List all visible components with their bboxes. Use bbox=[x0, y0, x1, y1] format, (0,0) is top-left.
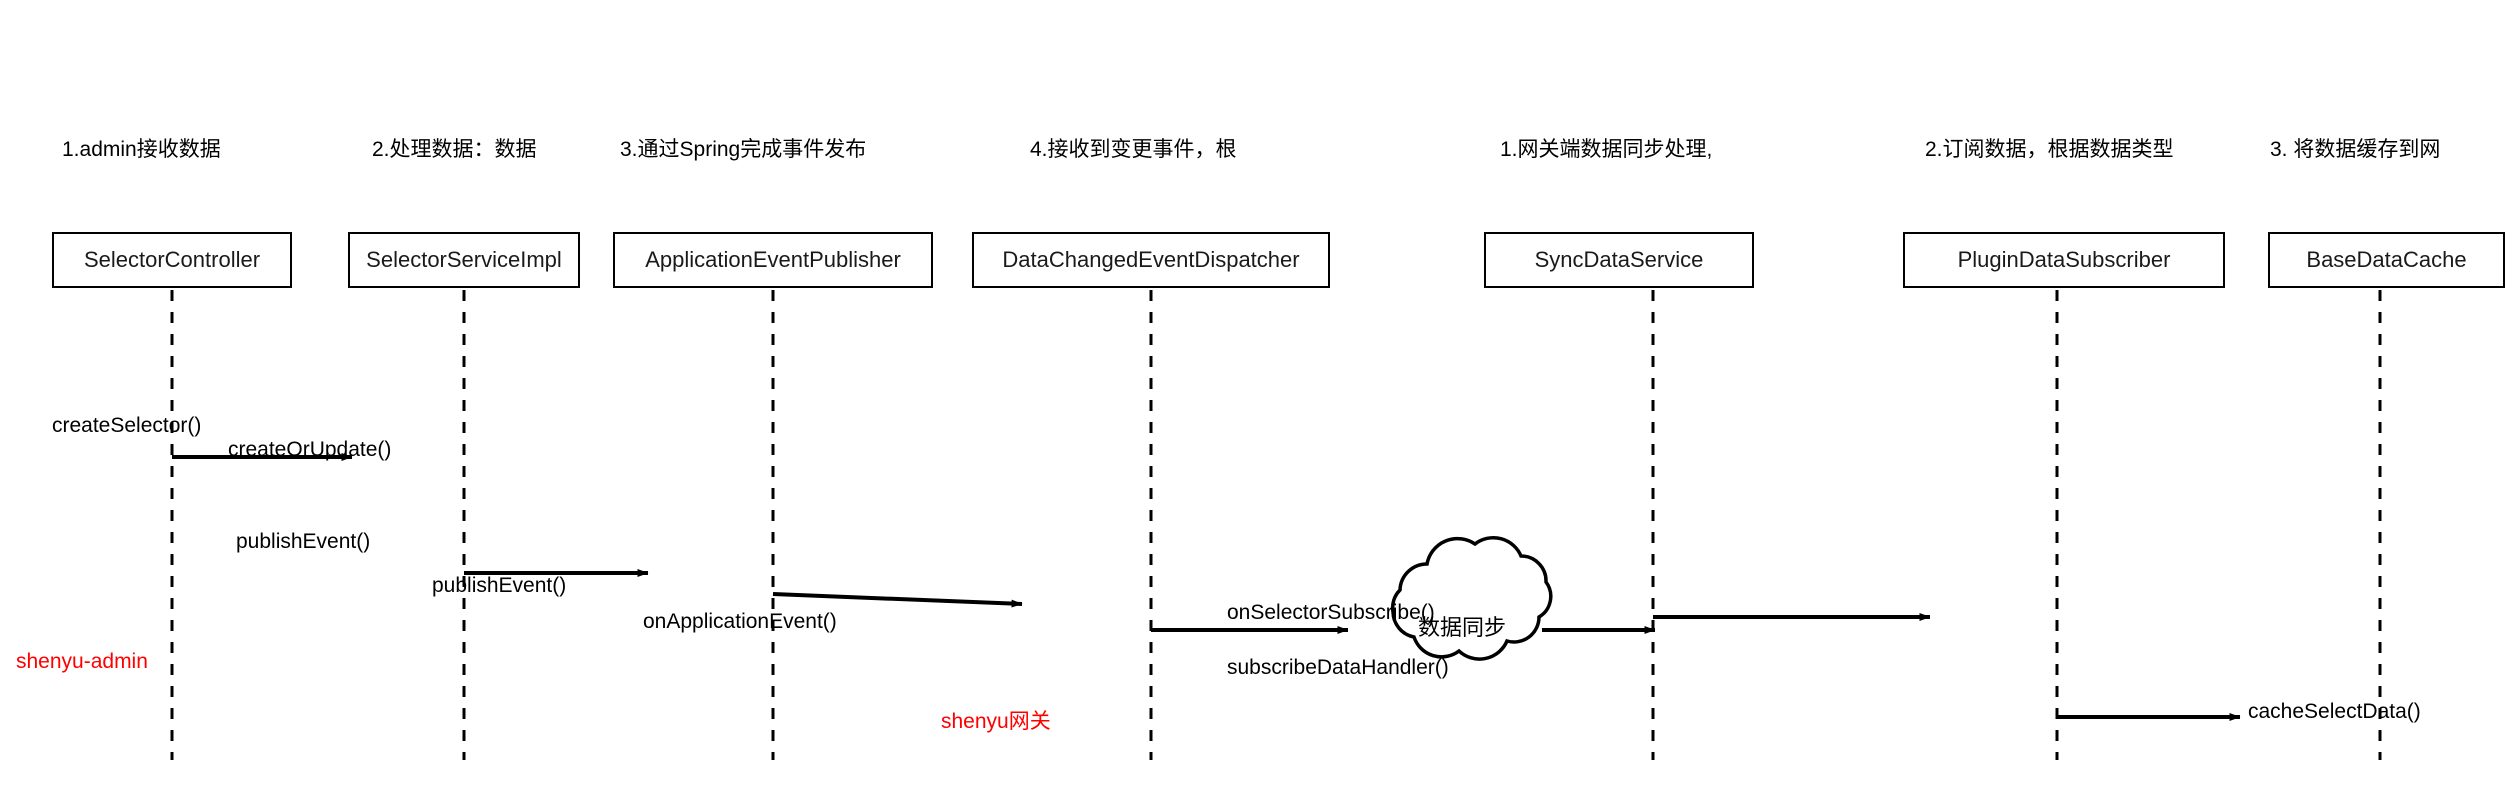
note-line: 4.接收到变更事件，根 bbox=[1030, 138, 1237, 161]
participant-selector-controller[interactable]: SelectorController bbox=[52, 232, 292, 288]
message-label-create-or-update: createOrUpdate() bbox=[228, 438, 392, 461]
note-line: 1.网关端数据同步处理, bbox=[1500, 138, 1713, 161]
message-label-cache-select-data: cacheSelectData() bbox=[2248, 700, 2421, 723]
note-line: 3.通过Spring完成事件发布 bbox=[620, 138, 867, 161]
participant-label: ApplicationEventPublisher bbox=[645, 247, 901, 272]
message-label-publish-event-1: publishEvent() bbox=[236, 530, 371, 553]
participant-sync-data-service[interactable]: SyncDataService bbox=[1484, 232, 1754, 288]
participant-label: DataChangedEventDispatcher bbox=[1002, 247, 1300, 272]
zone-label-shenyu-admin: shenyu-admin bbox=[16, 650, 148, 673]
participant-label: SelectorServiceImpl bbox=[366, 247, 562, 272]
participant-label: SelectorController bbox=[83, 247, 261, 272]
message-label-on-selector-subscribe: onSelectorSubscribe() bbox=[1227, 601, 1435, 624]
participant-label: SyncDataService bbox=[1534, 247, 1704, 272]
participant-selector-service-impl[interactable]: SelectorServiceImpl bbox=[348, 232, 580, 288]
zone-label-shenyu-gateway: shenyu网关 bbox=[941, 710, 1051, 733]
message-label-on-application-event: onApplicationEvent() bbox=[643, 610, 837, 633]
participant-label: BaseDataCache bbox=[2306, 247, 2467, 272]
participant-label: PluginDataSubscriber bbox=[1957, 247, 2171, 272]
note-line: 2.处理数据：数据 bbox=[372, 138, 537, 161]
arrow-publish-event-2 bbox=[772, 592, 1023, 608]
note-line: 3. 将数据缓存到网 bbox=[2270, 138, 2441, 161]
lifelines bbox=[170, 290, 2382, 760]
message-arrows bbox=[172, 453, 2241, 721]
participant-application-event-publisher[interactable]: ApplicationEventPublisher bbox=[613, 232, 933, 288]
participant-data-changed-event-dispatcher[interactable]: DataChangedEventDispatcher bbox=[972, 232, 1330, 288]
cloud-label-data-sync: 数据同步 bbox=[1418, 615, 1507, 640]
participant-base-data-cache[interactable]: BaseDataCache bbox=[2268, 232, 2505, 288]
note-line: 1.admin接收数据 bbox=[62, 138, 221, 161]
message-label-subscribe-data-handler: subscribeDataHandler() bbox=[1227, 656, 1449, 679]
participant-plugin-data-subscriber[interactable]: PluginDataSubscriber bbox=[1903, 232, 2225, 288]
note-line: 2.订阅数据，根据数据类型 bbox=[1925, 138, 2174, 161]
message-label-create-selector: createSelector() bbox=[52, 414, 202, 437]
message-label-publish-event-2: publishEvent() bbox=[432, 574, 567, 597]
cloud-shape bbox=[1390, 535, 1553, 661]
note-spring-publish: 3.通过Spring完成事件发布 bbox=[620, 50, 950, 250]
